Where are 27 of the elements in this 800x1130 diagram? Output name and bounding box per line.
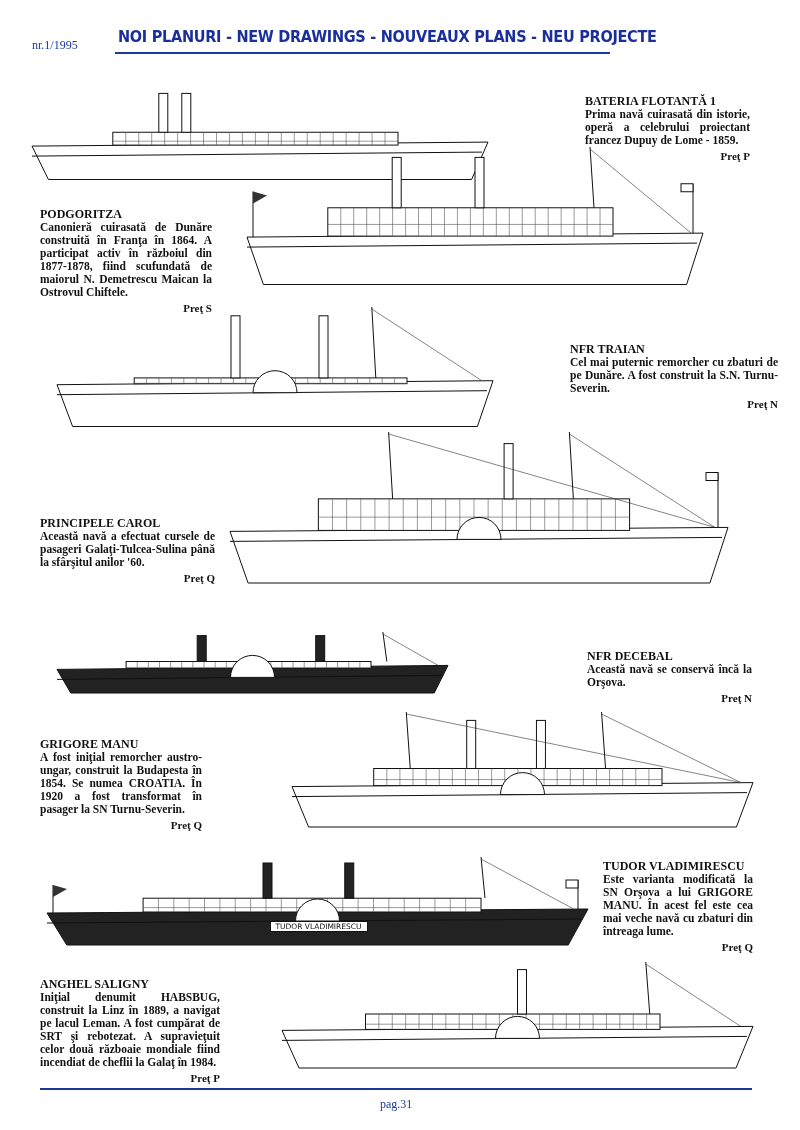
- price-label: Preţ N: [720, 692, 752, 704]
- ship-name: GRIGORE MANU: [40, 738, 140, 751]
- ship-description: Cel mai puternic remorcher cu zbaturi de pe Dunăre. A fost construit la S.N. Turnu- Severin.: [570, 356, 778, 395]
- ship-name: PODGORITZA: [40, 208, 123, 221]
- page-number: pag.31: [380, 1097, 413, 1112]
- issue-number: nr.1/1995: [32, 38, 78, 53]
- price-label: Preţ P: [189, 1072, 220, 1084]
- ship-name: BATERIA FLOTANTĂ 1: [585, 95, 717, 108]
- ship-description: Iniţial denumit HABSBUG, construit la Linz în 1889, a navigat pe lacul Leman. A fost cumpărat de SRT şi rebotezat. A supravieţuit celor două războaie mondiale fiind incendiat de cheflii la Galaţ în 1984.: [40, 991, 220, 1069]
- price-label: Preţ S: [182, 302, 212, 314]
- ship-name: NFR DECEBAL: [587, 650, 674, 663]
- ship-description: Această navă se conservă încă la Orşova.: [587, 663, 752, 689]
- ship-description: Prima navă cuirasată din istorie, operă a celebrului proiectant francez Dupuy de Lome - 1859.: [585, 108, 750, 147]
- ship-name: PRINCIPELE CAROL: [40, 517, 162, 530]
- price-label: Preţ N: [746, 398, 778, 410]
- page-title: NOI PLANURI - NEW DRAWINGS - NOUVEAUX PLANS - NEU PROJECTE: [118, 26, 657, 46]
- ship-description: Această navă a efectuat cursele de pasageri Galaţi-Tulcea-Sulina până la sfârşitul anilor '60.: [40, 530, 215, 569]
- ship-name: TUDOR VLADIMIRESCU: [603, 860, 746, 873]
- ship-description: A fost iniţial remorcher austro-ungar, construit la Budapesta în 1854. Se numea CROATIA. În 1920 a fost transformat în pasager la SN Turnu-Severin.: [40, 751, 202, 816]
- ship-description: Este varianta modificată la SN Orşova a lui GRIGORE MANU. În acest fel este cea mai veche navă cu zbaturi din întreaga lume.: [603, 873, 753, 938]
- ship-name: NFR TRAIAN: [570, 343, 646, 356]
- price-label: Preţ P: [719, 150, 750, 162]
- ship-description: Canonieră cuirasată de Dunăre construită în Franţa în 1864. A participat activ în războiul din 1877-1878, fiind scufundată de maiorul N. Demetrescu Maican la Ostrovul Chiftele.: [40, 221, 212, 299]
- price-label: Preţ Q: [169, 819, 202, 831]
- price-label: Preţ Q: [182, 572, 215, 584]
- ship-name: ANGHEL SALIGNY: [40, 978, 151, 991]
- price-label: Preţ Q: [720, 941, 753, 953]
